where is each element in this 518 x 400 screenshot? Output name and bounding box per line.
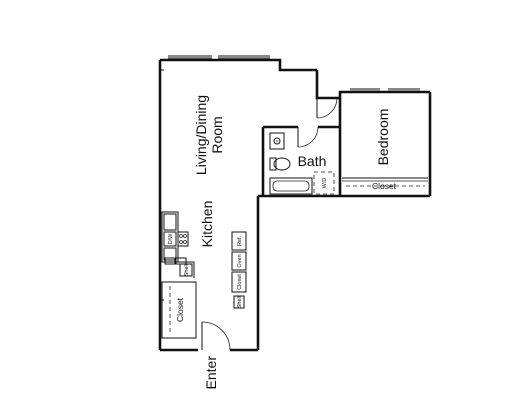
entry-closet-outline: [161, 281, 197, 339]
bath-label: Bath: [298, 153, 327, 169]
bedroom-closet-label: Closet: [372, 181, 397, 191]
living-dining-label-line2: Room: [209, 116, 225, 153]
oven-label: Oven: [237, 254, 243, 267]
doors: [201, 97, 338, 351]
shelf-label-b: Shelf: [237, 295, 243, 308]
kitchen-label: Kitchen: [199, 201, 215, 248]
shelf-label-a: Shelf: [184, 263, 190, 276]
living-dining-label-line1: Living/Dining: [193, 95, 209, 175]
dishwasher-label: D/W: [168, 233, 174, 245]
enter-label: Enter: [203, 356, 219, 390]
kitchen-closet-label: Closet: [237, 274, 243, 290]
refrigerator-label: Ref.: [237, 235, 243, 246]
kitchen-fixtures: [161, 211, 247, 309]
washer-dryer-label: W/D: [322, 178, 328, 189]
entry-closet-label: Closet: [175, 297, 185, 322]
bedroom-label: Bedroom: [375, 109, 391, 166]
interior-walls: [261, 98, 342, 196]
bedroom-closet-outline: [342, 177, 428, 187]
bath-fixtures: [269, 132, 335, 195]
